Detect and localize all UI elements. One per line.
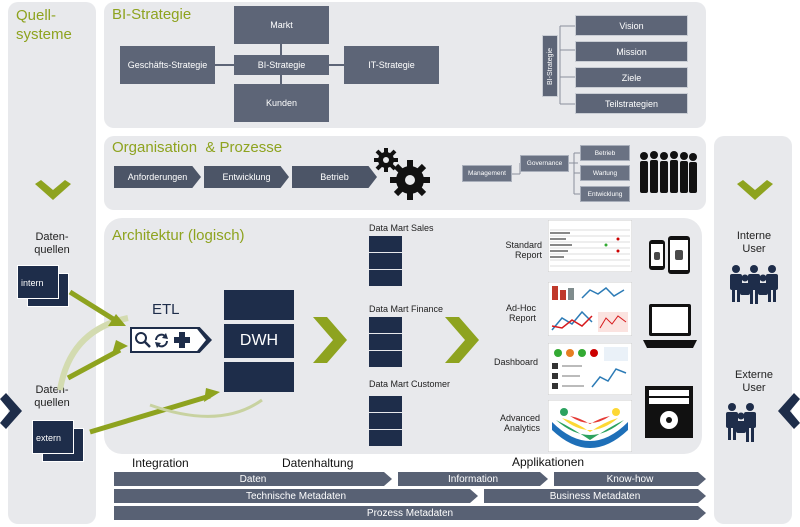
chevron-left-edge-icon[interactable] xyxy=(0,393,22,429)
standard-report-label: Standard Report xyxy=(492,240,542,261)
dm-sales-block-1 xyxy=(369,236,402,252)
chevron-left-right-edge-icon[interactable] xyxy=(778,393,800,429)
aa-l1: Advanced xyxy=(499,413,540,423)
right-panel xyxy=(714,136,792,524)
etl-label: ETL xyxy=(152,301,180,318)
eu-l1: Externe xyxy=(735,369,773,381)
dwh-block-top xyxy=(224,290,294,320)
dm-sales-block-2 xyxy=(369,253,402,269)
dq1-line2: quellen xyxy=(34,243,70,256)
dwh-block-bottom xyxy=(224,362,294,392)
management-box: Management xyxy=(462,165,512,182)
folder-intern-icon: intern xyxy=(17,265,69,307)
plus-icon xyxy=(174,332,190,348)
advanced-analytics-thumbnail xyxy=(548,400,632,452)
teilstrategien-box: Teilstrategien xyxy=(575,93,688,114)
business-metadaten-bar: Business Metadaten xyxy=(484,489,706,503)
external-users-icon xyxy=(726,403,756,442)
data-mart-sales-label: Data Mart Sales xyxy=(369,223,434,233)
phone-tablet-icon xyxy=(649,236,690,274)
datenhaltung-label: Datenhaltung xyxy=(282,456,354,470)
ah-l2: Report xyxy=(508,313,536,324)
prozess-metadaten-bar: Prozess Metadaten xyxy=(114,506,706,520)
internal-users-icon xyxy=(730,265,778,304)
it-strategie-box: IT-Strategie xyxy=(344,46,439,84)
intern-label: intern xyxy=(17,265,59,299)
dm-finance-block-2 xyxy=(369,334,402,350)
dashboard-label: Dashboard xyxy=(493,357,538,367)
refresh-icon xyxy=(155,333,168,348)
server-tower-icon xyxy=(645,386,693,438)
mission-box: Mission xyxy=(575,41,688,62)
left-title: Quell- systeme xyxy=(16,6,72,44)
etl-box xyxy=(130,327,212,353)
eu-l2: User xyxy=(742,381,766,394)
knowhow-bar: Know-how xyxy=(554,472,706,486)
geschaefts-strategie-box: Geschäfts-Strategie xyxy=(120,46,215,84)
iu-l1: Interne xyxy=(736,230,772,242)
bi-strategie-vertical-box: BI-Strategie xyxy=(542,35,558,97)
data-mart-customer-label: Data Mart Customer xyxy=(369,379,451,389)
big-chevron-right-1-icon xyxy=(313,317,347,363)
markt-box: Markt xyxy=(234,6,329,44)
dm-sales-block-3 xyxy=(369,270,402,286)
dm-finance-block-1 xyxy=(369,317,402,333)
bi-strategy-title: BI-Strategie xyxy=(112,6,192,23)
dm-customer-block-3 xyxy=(369,430,402,446)
dm-customer-block-1 xyxy=(369,396,402,412)
sr-l1: Standard xyxy=(505,240,542,250)
iu-l2: User xyxy=(742,242,766,255)
applikationen-label: Applikationen xyxy=(512,455,585,469)
technische-metadaten-bar: Technische Metadaten xyxy=(114,489,478,503)
daten-bar: Daten xyxy=(114,472,392,486)
org-process-title: Organisation & Prozesse xyxy=(112,139,283,156)
dm-finance-block-3 xyxy=(369,351,402,367)
left-title-line2: systeme xyxy=(16,26,72,43)
folder-extern-icon: extern xyxy=(32,420,84,462)
external-users-label: Externe User xyxy=(724,369,784,394)
laptop-icon xyxy=(643,304,697,348)
chevron-down-icon xyxy=(35,180,71,200)
aa-l2: Analytics xyxy=(503,423,540,434)
vision-box: Vision xyxy=(575,15,688,36)
dashboard-thumbnail xyxy=(548,343,632,395)
bi-strategie-center-box: BI-Strategie xyxy=(234,55,329,75)
sr-l2: Report xyxy=(514,250,542,261)
left-title-line1: Quell- xyxy=(16,7,57,24)
data-mart-finance-label: Data Mart Finance xyxy=(369,304,444,314)
ah-l1: Ad-Hoc xyxy=(505,303,536,313)
betrieb-step: Betrieb xyxy=(292,166,377,188)
dwh-block: DWH xyxy=(224,324,294,358)
dq2-line2: quellen xyxy=(34,396,70,409)
information-bar: Information xyxy=(398,472,548,486)
advanced-analytics-label: Advanced Analytics xyxy=(490,413,540,434)
big-chevron-right-2-icon xyxy=(445,317,479,363)
extern-label: extern xyxy=(32,420,74,454)
dm-customer-block-2 xyxy=(369,413,402,429)
search-icon xyxy=(135,332,151,348)
anforderungen-step: Anforderungen xyxy=(114,166,201,188)
governance-box: Governance xyxy=(520,155,569,172)
chevron-down-right-icon xyxy=(737,180,773,200)
adhoc-report-label: Ad-Hoc Report xyxy=(492,303,536,324)
internal-users-label: Interne User xyxy=(724,230,784,255)
bi-connectors xyxy=(215,25,575,105)
data-sources-intern-label: Daten- quellen xyxy=(22,231,82,256)
entwicklung-step: Entwicklung xyxy=(204,166,289,188)
kunden-box: Kunden xyxy=(234,84,329,122)
dq1-line1: Daten- xyxy=(35,231,69,243)
ziele-box: Ziele xyxy=(575,67,688,88)
team-people-icon xyxy=(640,151,697,193)
gov-wartung-box: Wartung xyxy=(580,165,630,181)
adhoc-report-thumbnail xyxy=(548,282,632,336)
gears-icon xyxy=(374,148,430,200)
standard-report-thumbnail xyxy=(548,220,632,272)
architecture-title: Architektur (logisch) xyxy=(112,227,245,244)
integration-label: Integration xyxy=(132,456,189,470)
gov-entwicklung-box: Entwicklung xyxy=(580,186,630,202)
gov-betrieb-box: Betrieb xyxy=(580,145,630,161)
